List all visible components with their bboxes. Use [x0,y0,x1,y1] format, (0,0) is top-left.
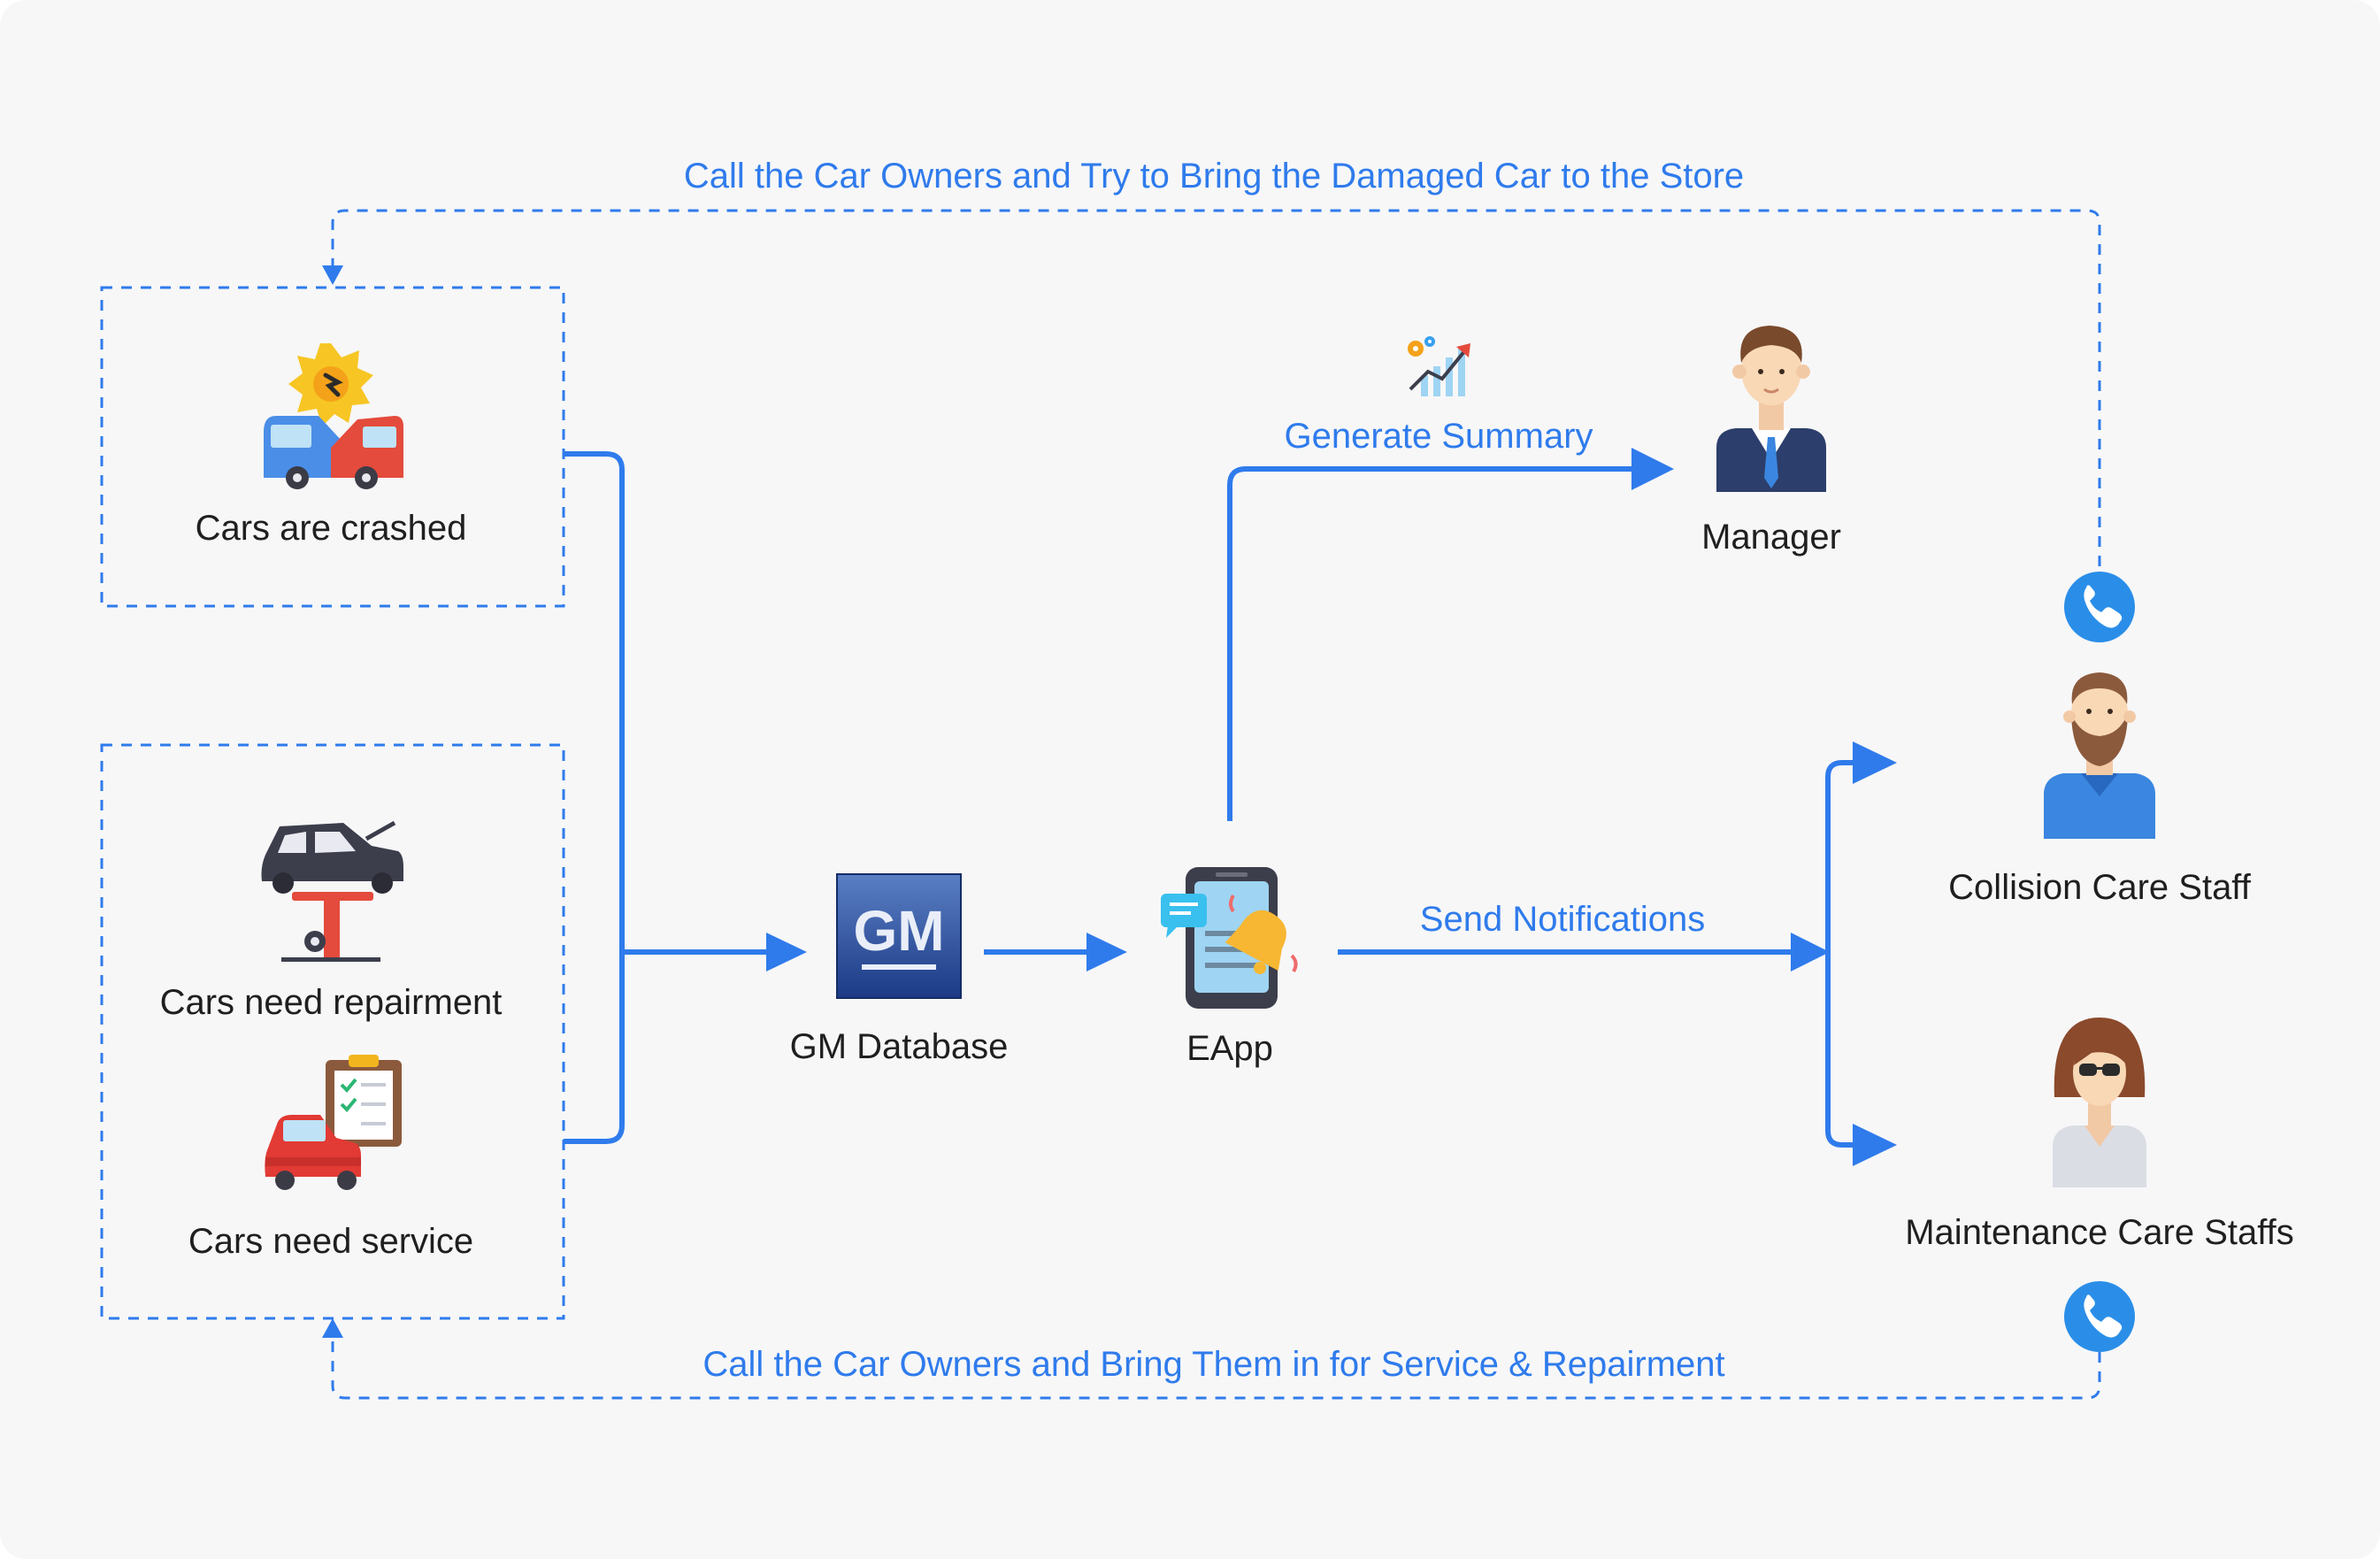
service-label: Cars need service [188,1222,473,1261]
collision-label: Collision Care Staff [1948,868,2252,907]
repair-label: Cars need repairment [160,983,503,1022]
top-feedback-line [331,209,2101,566]
to-collision-arrowhead [1853,741,1897,784]
generate-summary-label: Generate Summary [1284,417,1593,456]
gm-logo: GM [836,873,962,999]
maintenance-label: Maintenance Care Staffs [1905,1213,2294,1252]
bearded-man-avatar [2044,672,2155,839]
to-staff-arrowhead [1791,933,1830,971]
to-maintenance-arrowhead [1853,1124,1897,1166]
to-manager-arrowhead [1631,448,1674,490]
phone-call-icon[interactable] [2064,1281,2135,1352]
crashed-label: Cars are crashed [196,509,467,548]
growth-chart-icon [1408,336,1470,396]
send-notifications-label: Send Notifications [1420,900,1705,939]
to-eapp-arrowhead [1086,933,1127,971]
bottom-feedback-label: Call the Car Owners and Bring Them in fo… [702,1345,1724,1384]
bottom-feedback-arrowhead [322,1318,343,1338]
top-feedback-label: Call the Car Owners and Try to Bring the… [684,157,1744,196]
database-label: GM Database [790,1027,1009,1066]
manager-avatar [1716,326,1826,492]
bottom-feedback-line [331,1327,2101,1400]
phone-notification-icon [1161,867,1298,1009]
source-bracket-connector [564,451,625,1144]
to-database-arrowhead [766,933,807,971]
car-crash-icon [264,343,403,489]
top-feedback-arrowhead [322,265,343,285]
gm-logo-text: GM [853,899,944,963]
woman-glasses-avatar [2053,1018,2146,1187]
to-manager-line [1227,466,1635,821]
phone-call-icon[interactable] [2064,572,2135,642]
car-checklist-icon [265,1055,402,1190]
car-lift-icon [261,820,403,962]
eapp-label: EApp [1186,1029,1273,1068]
staff-split-connector [1825,760,1865,1148]
crashed-group-box [100,286,565,608]
manager-label: Manager [1701,518,1841,557]
